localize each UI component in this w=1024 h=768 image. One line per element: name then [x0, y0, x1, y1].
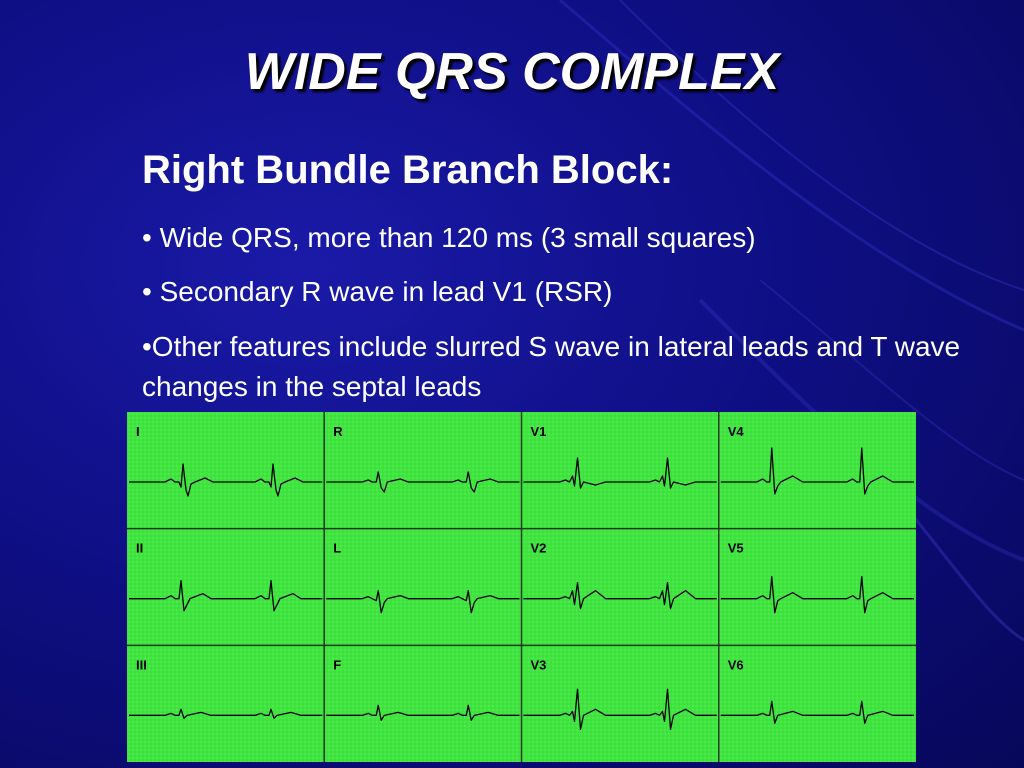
ecg-trace-v5	[720, 576, 914, 614]
ecg-lead-label-v1: V1	[531, 424, 547, 439]
ecg-lead-label-v5: V5	[728, 541, 744, 556]
ecg-lead-label-v6: V6	[728, 657, 744, 672]
ecg-lead-label-v4: V4	[728, 424, 745, 439]
ecg-trace-v2	[523, 582, 717, 610]
ecg-trace-i	[129, 463, 323, 497]
ecg-lead-label-l: L	[333, 541, 341, 556]
ecg-lead-label-v3: V3	[531, 657, 547, 672]
bullet-2: • Secondary R wave in lead V1 (RSR)	[142, 276, 613, 307]
ecg-trace-v6	[720, 700, 914, 724]
ecg-trace-v1	[523, 457, 717, 489]
ecg-lead-label-v2: V2	[531, 541, 547, 556]
ecg-lead-label-f: F	[333, 657, 341, 672]
ecg-trace-v4	[720, 447, 914, 495]
ecg-trace-ii	[129, 580, 323, 612]
slide-title: WIDE QRS COMPLEX	[244, 43, 780, 101]
ecg-lead-label-r: R	[333, 424, 343, 439]
ecg-trace-f	[326, 704, 520, 721]
ecg-lead-label-ii: II	[136, 541, 143, 556]
ecg-trace-v3	[523, 688, 717, 730]
ecg-lead-label-i: I	[136, 424, 140, 439]
ecg-lead-separators	[127, 412, 916, 762]
bullet-1: • Wide QRS, more than 120 ms (3 small sq…	[142, 222, 756, 253]
ecg-trace-r	[326, 471, 520, 493]
ecg-trace-iii	[129, 708, 323, 719]
bullet-3: •Other features include slurred S wave i…	[142, 331, 961, 402]
ecg-lead-label-iii: III	[136, 657, 147, 672]
section-heading: Right Bundle Branch Block:	[142, 148, 674, 192]
ecg-trace-l	[326, 590, 520, 614]
